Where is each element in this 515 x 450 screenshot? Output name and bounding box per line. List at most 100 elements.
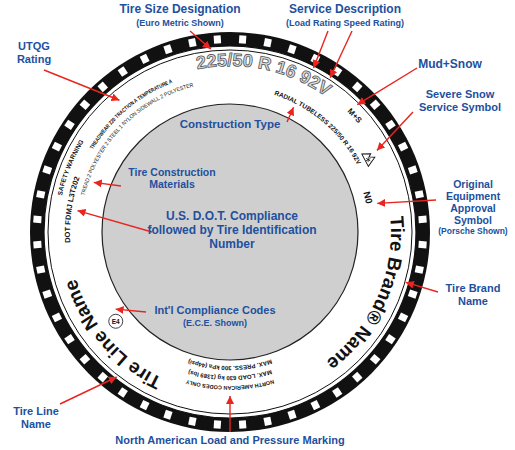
callout-label: Tire Brand Name xyxy=(434,282,512,307)
tread-block xyxy=(140,400,150,410)
sidewall-text: M+S xyxy=(346,107,364,126)
ece-code: E4 xyxy=(112,318,120,325)
leader-line xyxy=(60,377,117,404)
tread-block xyxy=(33,241,41,249)
tread-block xyxy=(163,44,172,54)
wheel-area xyxy=(102,104,358,360)
leader-line xyxy=(44,70,119,100)
callout-label: UTQG Rating xyxy=(9,40,59,65)
tread-block xyxy=(408,289,418,298)
snowflake-stroke xyxy=(368,157,369,162)
sidewall-text: Tire Brand® Name xyxy=(323,215,408,374)
sidewall-text-path: MAX. PRESS. 300 kPa (44psi) xyxy=(187,359,272,371)
tread-block xyxy=(239,35,247,43)
tread-block xyxy=(52,142,62,152)
callout-label: Tire Size Designation xyxy=(100,3,260,17)
leader-line xyxy=(377,200,436,203)
tread-block xyxy=(263,38,271,47)
leader-line xyxy=(287,107,294,122)
leader-line xyxy=(314,31,328,68)
leader-line xyxy=(229,396,230,432)
tread-block xyxy=(398,312,408,322)
sidewall-text: RADIAL TUBELESS 225/50 R 16 92V xyxy=(274,89,363,166)
tread-block xyxy=(188,38,196,47)
tread-block xyxy=(214,35,222,43)
leader-line xyxy=(377,112,413,151)
tread-block xyxy=(287,44,296,54)
tread-block xyxy=(385,334,396,344)
tread-block xyxy=(415,190,424,198)
tread-block xyxy=(64,334,75,344)
tread-block xyxy=(398,142,408,152)
tread-block xyxy=(33,216,41,224)
tread-block xyxy=(370,99,381,110)
leader-line xyxy=(77,211,152,232)
tread-block xyxy=(80,354,91,365)
tread-block xyxy=(214,420,222,428)
callout-label: Tire Line Name xyxy=(9,405,63,430)
tread-block xyxy=(332,387,342,398)
tread-ring xyxy=(30,32,430,432)
callout-note: (Load Rating Speed Rating) xyxy=(270,18,420,28)
snow-symbol xyxy=(362,149,377,166)
tread-block xyxy=(287,410,296,420)
sidewall-text-path: RADIAL TUBELESS 225/50 R 16 92V xyxy=(274,89,363,166)
tread-block xyxy=(188,417,196,426)
callout-note: (Porsche Shown) xyxy=(434,227,512,237)
sidewall-markings: 225/50 R 16 92V M+SRADIAL TUBELESS 225/50… xyxy=(56,50,408,393)
tread-block xyxy=(352,82,363,93)
tread-block xyxy=(415,265,424,273)
sidewall-text: N0 xyxy=(361,190,375,205)
tread-block xyxy=(118,387,128,398)
sidewall xyxy=(44,46,416,418)
sidewall-text-path: 225/50 R 16 92V xyxy=(195,50,335,100)
sidewall-text: 225/50 R 16 92V xyxy=(195,50,335,100)
tread-block xyxy=(42,165,52,174)
callout-label: Original Equipment Approval Symbol xyxy=(434,178,512,226)
leader-line xyxy=(116,309,146,312)
tread-block xyxy=(52,312,62,322)
tread-block xyxy=(36,265,45,273)
tread-block xyxy=(80,99,91,110)
tread-block xyxy=(418,241,426,249)
callout-label: U.S. D.O.T. Compliance followed by Tire … xyxy=(147,210,317,251)
tread-block xyxy=(408,165,418,174)
ece-mark xyxy=(109,314,123,328)
callout-label: Tire Construction Materials xyxy=(122,166,222,190)
sidewall-text-path: M+S xyxy=(346,107,364,126)
tread-block xyxy=(118,66,128,77)
tread-block xyxy=(418,216,426,224)
tread-block xyxy=(163,410,172,420)
tread-block xyxy=(42,289,52,298)
tire xyxy=(30,32,430,432)
tread-block xyxy=(64,120,75,130)
callout-label: Service Description xyxy=(270,3,420,17)
callout-label: Int'l Compliance Codes xyxy=(145,304,285,317)
tread-block xyxy=(310,400,320,410)
callout-label: Severe Snow Service Symbol xyxy=(409,88,511,113)
tread-block xyxy=(370,354,381,365)
tread-block xyxy=(97,372,108,383)
sidewall-text-path: DOT FDMJ L3T202 xyxy=(63,175,81,243)
leader-line xyxy=(94,182,121,186)
leader-line xyxy=(406,282,438,292)
leader-line xyxy=(357,68,417,105)
tread-block xyxy=(385,120,396,130)
sidewall-text: DOT FDMJ L3T202 xyxy=(63,175,81,243)
callout-note: (E.C.E. Shown) xyxy=(145,318,285,328)
tread-block xyxy=(97,82,108,93)
leader-line xyxy=(190,31,211,49)
callout-label: Construction Type xyxy=(174,118,286,131)
callout-note: (Euro Metric Shown) xyxy=(100,18,260,28)
callout-label: North American Load and Pressure Marking xyxy=(80,434,380,447)
tread-block xyxy=(239,420,247,428)
sidewall-text: Tire Line Name xyxy=(60,277,165,393)
sidewall-text-path: Tire Brand® Name xyxy=(323,215,408,374)
callout-label: Mud+Snow xyxy=(415,58,485,72)
tread-block xyxy=(36,190,45,198)
mountain-outline xyxy=(362,149,377,166)
tread-block xyxy=(263,417,271,426)
sidewall-text-path: Tire Line Name xyxy=(60,277,165,393)
sidewall-text-path: N0 xyxy=(361,190,375,205)
